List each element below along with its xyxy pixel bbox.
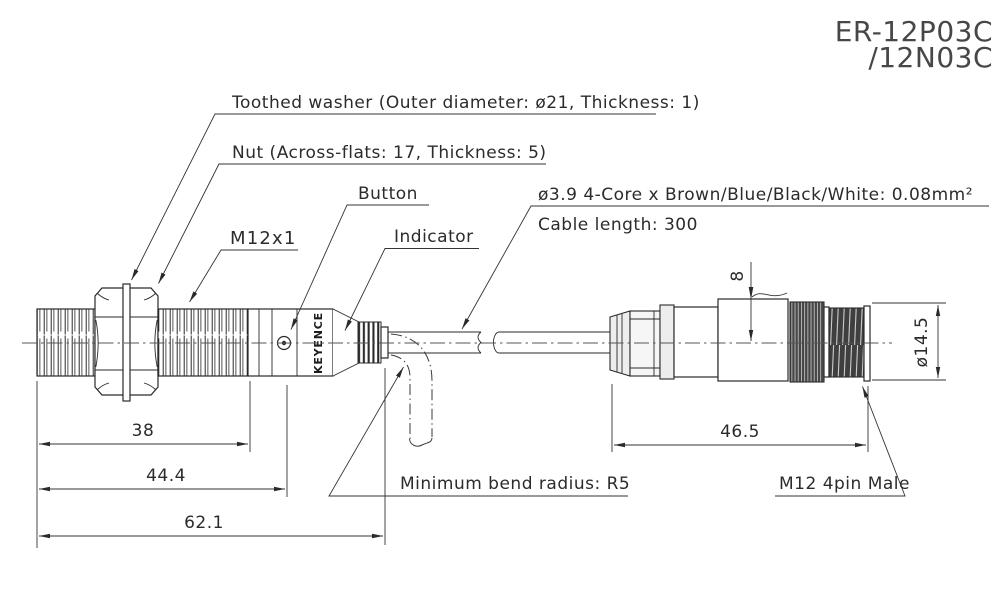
cable-boot bbox=[332, 308, 389, 377]
label-min-bend-radius: Minimum bend radius: R5 bbox=[400, 474, 630, 494]
label-cable-spec: ø3.9 4-Core x Brown/Blue/Black/White: 0.… bbox=[538, 185, 973, 205]
sensor-body: KEYENCE bbox=[36, 283, 389, 402]
leader-m12-male bbox=[775, 386, 906, 497]
leader-button bbox=[290, 204, 429, 330]
dimension-lines bbox=[36, 262, 946, 548]
cable-break-right bbox=[493, 331, 500, 354]
cable-break-left bbox=[477, 331, 482, 354]
connector-body-large bbox=[717, 298, 789, 382]
dim-text-62-1: 62.1 bbox=[184, 513, 224, 533]
bent-cable-phantom bbox=[390, 333, 433, 447]
front-thread bbox=[36, 308, 96, 377]
dim-text-14-5: ø14.5 bbox=[912, 317, 932, 368]
leader-toothed-washer bbox=[131, 113, 656, 281]
leader-min-bend bbox=[328, 366, 628, 497]
connector-flange bbox=[659, 304, 675, 380]
label-nut: Nut (Across-flats: 17, Thickness: 5) bbox=[232, 143, 547, 163]
leader-indicator bbox=[344, 248, 479, 331]
toothed-washer bbox=[122, 283, 131, 402]
connector-neck bbox=[823, 306, 830, 378]
dim-8-upper-arrow bbox=[748, 287, 754, 300]
sensor-housing: KEYENCE bbox=[247, 308, 334, 377]
label-indicator: Indicator bbox=[394, 227, 474, 247]
connector bbox=[609, 298, 871, 383]
label-button: Button bbox=[358, 184, 418, 204]
title-block: ER-12P03C /12N03C bbox=[835, 15, 993, 74]
label-cable-length: Cable length: 300 bbox=[538, 215, 698, 235]
knurled-ring bbox=[789, 301, 825, 383]
cable-end-cap bbox=[409, 437, 433, 447]
model-number-line1: ER-12P03C bbox=[835, 15, 993, 48]
rear-thread bbox=[157, 308, 249, 377]
dim-text-38: 38 bbox=[132, 421, 155, 441]
model-number-line2: /12N03C bbox=[868, 41, 993, 74]
dim-text-8: 8 bbox=[728, 270, 748, 281]
dim-text-44-4: 44.4 bbox=[146, 466, 186, 486]
m12-male-thread bbox=[828, 307, 865, 378]
label-thread-spec: M12x1 bbox=[230, 228, 297, 249]
connector-body-small bbox=[673, 306, 719, 378]
leader-nut bbox=[158, 163, 546, 284]
label-connector-type: M12 4pin Male bbox=[779, 474, 910, 494]
brand-logo-text: KEYENCE bbox=[312, 312, 325, 374]
annotations: Toothed washer (Outer diameter: ø21, Thi… bbox=[132, 93, 973, 533]
connector-end-face bbox=[863, 305, 871, 382]
cable bbox=[388, 331, 610, 354]
strain-relief bbox=[609, 310, 661, 377]
leader-m12x1 bbox=[189, 249, 298, 303]
leader-lines bbox=[131, 113, 989, 497]
label-toothed-washer: Toothed washer (Outer diameter: ø21, Thi… bbox=[231, 93, 700, 113]
dim-text-46-5: 46.5 bbox=[720, 422, 760, 442]
leader-cable-spec bbox=[461, 205, 989, 330]
